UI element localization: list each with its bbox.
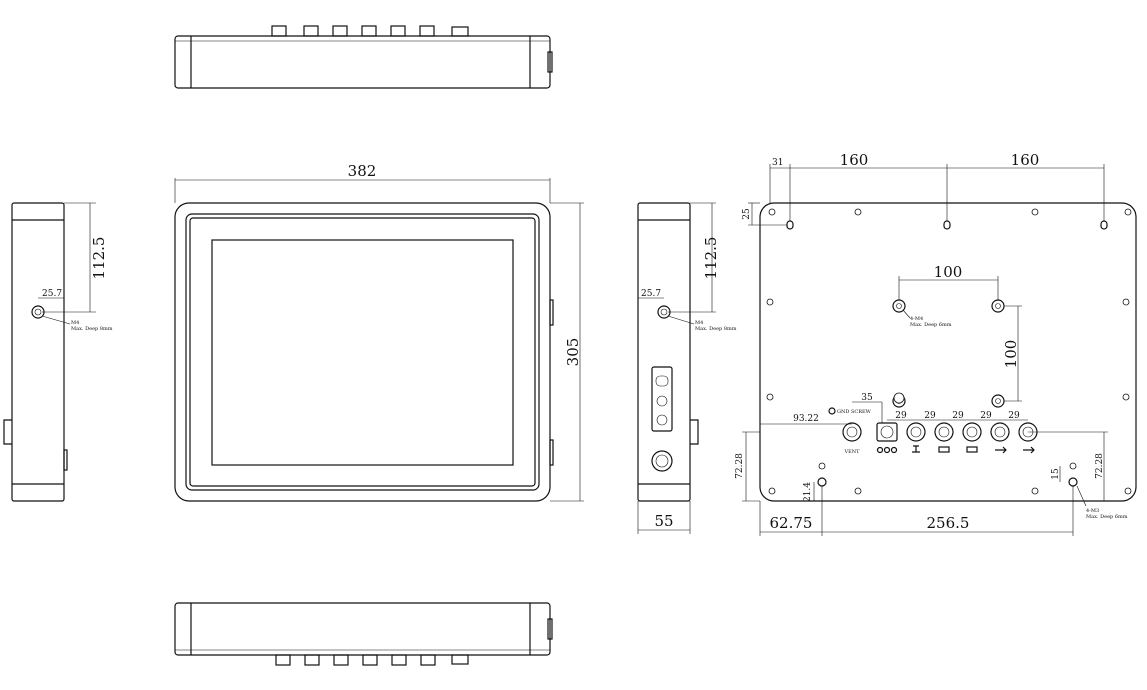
note-side-screw-depth-left: Max. Deep 8mm (71, 326, 113, 332)
note-side-screw-right: M4 (695, 320, 703, 326)
note-vesa-screw: 4-M4 (910, 316, 923, 322)
rear-connectors: VENT GND SCREW (828, 392, 1038, 455)
top-connectors (271, 25, 469, 37)
note-vesa-screw-depth: Max. Deep 6mm (910, 322, 952, 328)
dim-right-hole-gap: 15 (1051, 468, 1061, 480)
dim-port-pitch: 35 (861, 393, 873, 403)
left-side-view: 112.5 25.7 M4 Max. Deep 8mm (3, 202, 113, 502)
dim-front-width: 382 (348, 162, 377, 180)
dim-side-offset-right: 112.5 (702, 237, 720, 280)
dim-pitch-5: 29 (1008, 411, 1020, 421)
bottom-view (174, 602, 553, 666)
note-side-screw-left: M4 (71, 320, 79, 326)
dim-rear-spacing-1: 160 (840, 151, 869, 169)
dim-side-offset-left: 112.5 (90, 237, 108, 280)
front-view: 382 305 (174, 162, 584, 502)
dim-rear-edge-offset: 31 (772, 158, 783, 168)
dim-pitch-3: 29 (952, 411, 964, 421)
rear-view: 31 160 160 25 100 100 4-M4 Max. Deep 6mm… (735, 151, 1137, 536)
dim-front-height: 305 (564, 338, 582, 367)
dim-vent-offset: 93.22 (793, 414, 819, 424)
top-view (174, 25, 553, 89)
dim-rear-spacing-2: 160 (1011, 151, 1040, 169)
dim-side-depth: 55 (654, 512, 673, 530)
dim-vesa-width: 100 (934, 263, 963, 281)
dim-side-hole-left: 25.7 (42, 289, 62, 299)
dim-bottom-left-offset: 62.75 (770, 514, 813, 532)
note-bottom-screw: 4-M3 (1086, 508, 1099, 514)
note-side-screw-depth-right: Max. Deep 8mm (695, 326, 737, 332)
rear-perimeter-screws (766, 208, 1132, 495)
note-bottom-screw-depth: Max. Deep 6mm (1086, 514, 1128, 520)
dim-pitch-2: 29 (924, 411, 936, 421)
dim-pitch-4: 29 (980, 411, 992, 421)
dim-bottom-height-right: 72.28 (1095, 453, 1105, 479)
bottom-connectors (275, 654, 469, 666)
gnd-label: GND SCREW (837, 409, 872, 415)
dim-rear-top-offset: 25 (742, 208, 752, 220)
dim-vesa-height: 100 (1002, 340, 1020, 369)
vent-label: VENT (844, 449, 861, 455)
dim-bottom-hole-span: 256.5 (927, 514, 970, 532)
dim-pitch-1: 29 (895, 411, 907, 421)
dim-side-hole-right: 25.7 (641, 289, 661, 299)
dim-bottom-height-left: 72.28 (735, 453, 745, 479)
right-side-view: 112.5 25.7 M4 Max. Deep 8mm 55 (637, 202, 737, 534)
dim-bottom-hole-small: 21.4 (803, 482, 813, 502)
